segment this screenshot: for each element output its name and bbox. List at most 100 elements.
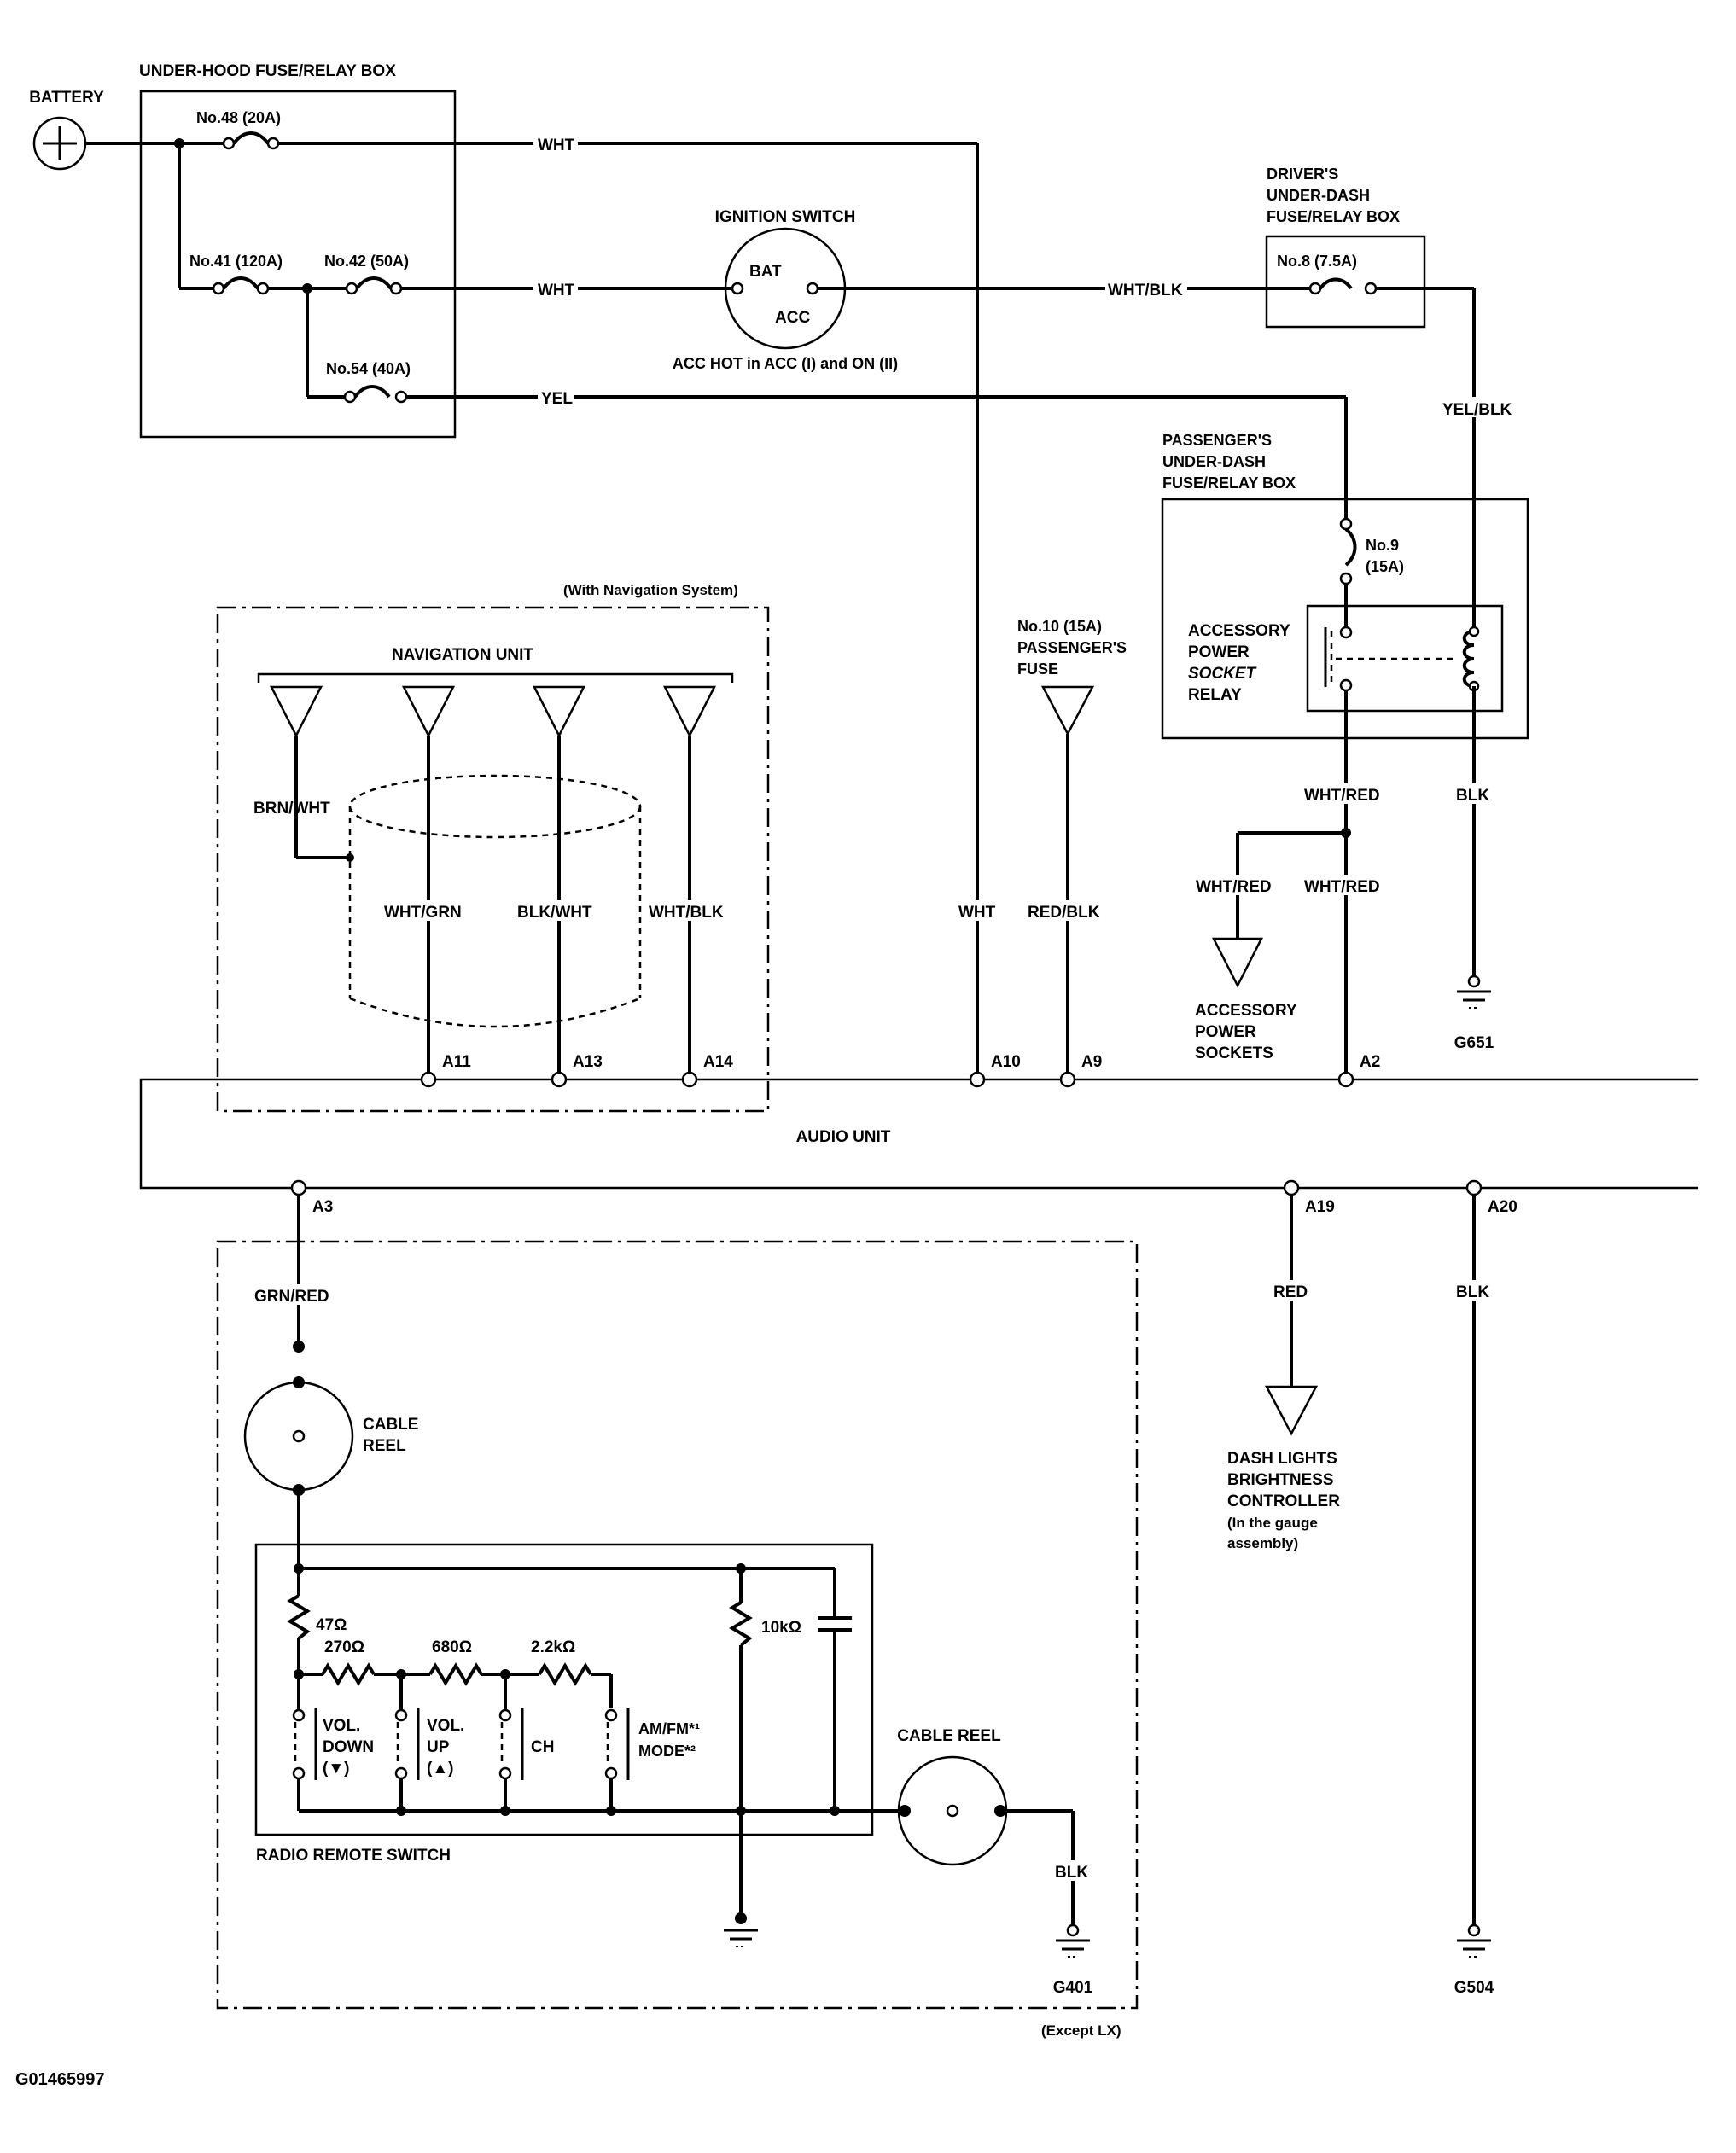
nav-terminal-1 (269, 685, 323, 738)
accessory-power-socket-relay (1306, 604, 1504, 713)
wire-yel: YEL (541, 390, 573, 408)
g651-label: G651 (1454, 1034, 1494, 1052)
sw-voldown-label-2: DOWN (323, 1738, 374, 1756)
fuse-48: No.48 (20A) (196, 109, 281, 150)
fuse-42: No.42 (50A) (324, 253, 409, 295)
audio-unit (139, 1078, 1698, 1190)
dash-lights-label-3: CONTROLLER (1227, 1493, 1340, 1510)
sw-voldown-label-1: VOL. (323, 1717, 360, 1735)
wire-blk-wht: BLK/WHT (517, 904, 592, 922)
sw-volup-label-2: UP (427, 1738, 450, 1756)
driver-box-label-2: UNDER-DASH (1267, 187, 1370, 204)
ign-acc-label: ACC (775, 309, 810, 327)
radio-remote-switch-label: RADIO REMOTE SWITCH (256, 1847, 451, 1865)
battery: BATTERY (29, 89, 104, 171)
driver-box-label-1: DRIVER'S (1267, 166, 1338, 183)
driver-box-label-3: FUSE/RELAY BOX (1267, 208, 1400, 225)
connector-a13: A13 (573, 1053, 603, 1071)
ground-remote-switch (724, 1929, 758, 1947)
wire-yel-blk: YEL/BLK (1442, 401, 1512, 419)
dash-lights-label-1: DASH LIGHTS (1227, 1450, 1337, 1468)
resistor-270 (321, 1662, 376, 1686)
ground-g401: G401 (1053, 1923, 1093, 1997)
switch-am-fm-mode[interactable]: AM/FM*¹ MODE*² (604, 1708, 700, 1811)
acc-hot-note: ACC HOT in ACC (I) and ON (II) (673, 355, 898, 372)
radio-remote-switch-box (254, 1543, 874, 1836)
fuse-10-label-1: No.10 (15A) (1017, 618, 1102, 635)
wire-wht-mid: WHT (538, 282, 575, 300)
wire-wht-red-3: WHT/RED (1304, 878, 1380, 896)
fuse-48-label: No.48 (20A) (196, 109, 281, 126)
fuse-54-label: No.54 (40A) (326, 360, 411, 377)
resistor-680 (428, 1662, 483, 1686)
wire-red-blk: RED/BLK (1028, 904, 1100, 922)
passenger-box-label-2: UNDER-DASH (1162, 453, 1266, 470)
connector-a14: A14 (703, 1053, 733, 1071)
wire-wht-red-1: WHT/RED (1304, 787, 1380, 805)
fuse-54: No.54 (40A) (326, 360, 411, 404)
except-lx-box (216, 1240, 1139, 2010)
wire-blk-relay: BLK (1456, 787, 1489, 805)
sw-voldown-label-3: (▼) (323, 1760, 349, 1778)
passenger-box-label-1: PASSENGER'S (1162, 432, 1272, 449)
with-nav-label: (With Navigation System) (563, 582, 738, 598)
driver-fuse-box (1265, 235, 1426, 329)
switch-vol-down[interactable]: VOL. DOWN (▼) (292, 1674, 374, 1811)
acc-sockets-label-2: POWER (1195, 1023, 1256, 1041)
g401-label: G401 (1053, 1979, 1093, 1997)
r270-label: 270Ω (324, 1638, 364, 1656)
fuse-10-label-3: FUSE (1017, 660, 1058, 678)
cable-reel-1-label-2: REEL (363, 1437, 406, 1455)
resistor-10k (729, 1601, 753, 1647)
acc-sockets-label-1: ACCESSORY (1195, 1002, 1297, 1020)
shielded-cable (348, 774, 642, 1028)
wire-brn-wht: BRN/WHT (253, 800, 330, 818)
audio-unit-label: AUDIO UNIT (796, 1128, 891, 1146)
wire-wht-a10: WHT (958, 904, 996, 922)
cable-reel-1-label-1: CABLE (363, 1416, 418, 1434)
wire-grn-red: GRN/RED (254, 1288, 329, 1306)
switch-vol-up[interactable]: VOL. UP (▲) (394, 1674, 464, 1811)
connector-a11: A11 (442, 1053, 471, 1071)
wire-blk-a20: BLK (1456, 1283, 1489, 1301)
nav-terminal-3 (532, 685, 586, 738)
fuse-42-label: No.42 (50A) (324, 253, 409, 270)
accessory-sockets-arrow (1211, 937, 1264, 988)
switch-ch[interactable]: CH (498, 1674, 554, 1811)
battery-label: BATTERY (29, 89, 104, 107)
wire-wht-grn: WHT/GRN (384, 904, 462, 922)
fuse-10-label-2: PASSENGER'S (1017, 639, 1127, 656)
dash-lights-arrow (1264, 1385, 1319, 1436)
fuse-8-label: No.8 (7.5A) (1277, 253, 1357, 270)
connector-a2: A2 (1360, 1053, 1380, 1071)
relay-label-2: POWER (1188, 643, 1250, 661)
dash-lights-label-4: (In the gauge (1227, 1515, 1318, 1531)
r680-label: 680Ω (432, 1638, 472, 1656)
dash-lights-label-2: BRIGHTNESS (1227, 1471, 1334, 1489)
relay-label-4: RELAY (1188, 686, 1242, 704)
sw-ch-label: CH (531, 1738, 554, 1756)
sw-volup-label-1: VOL. (427, 1717, 464, 1735)
ground-g504: G504 (1454, 1923, 1494, 1997)
connector-a19: A19 (1305, 1198, 1335, 1216)
resistor-47 (287, 1594, 311, 1640)
navigation-unit-label: NAVIGATION UNIT (392, 646, 533, 664)
relay-coil (1462, 630, 1475, 688)
resistor-2k2 (538, 1662, 592, 1686)
figure-id: G01465997 (15, 2070, 105, 2089)
wire-wht-top-text: WHT (538, 137, 575, 154)
connector-a10: A10 (991, 1053, 1021, 1071)
relay-label-3: SOCKET (1188, 665, 1257, 683)
under-hood-box-label: UNDER-HOOD FUSE/RELAY BOX (139, 62, 396, 80)
fuse-9: No.9 (15A) (1339, 517, 1404, 585)
connector-a9: A9 (1081, 1053, 1102, 1071)
ign-bat-label: BAT (749, 263, 782, 281)
cable-reel-2-label: CABLE REEL (897, 1727, 1001, 1745)
connector-a3: A3 (312, 1198, 333, 1216)
ignition-switch-title: IGNITION SWITCH (715, 208, 856, 226)
g504-label: G504 (1454, 1979, 1494, 1997)
sw-amfm-label-2: MODE*² (638, 1743, 696, 1760)
wire-wht-blk-top: WHT/BLK (1108, 282, 1183, 300)
sw-volup-label-3: (▲) (427, 1760, 453, 1778)
